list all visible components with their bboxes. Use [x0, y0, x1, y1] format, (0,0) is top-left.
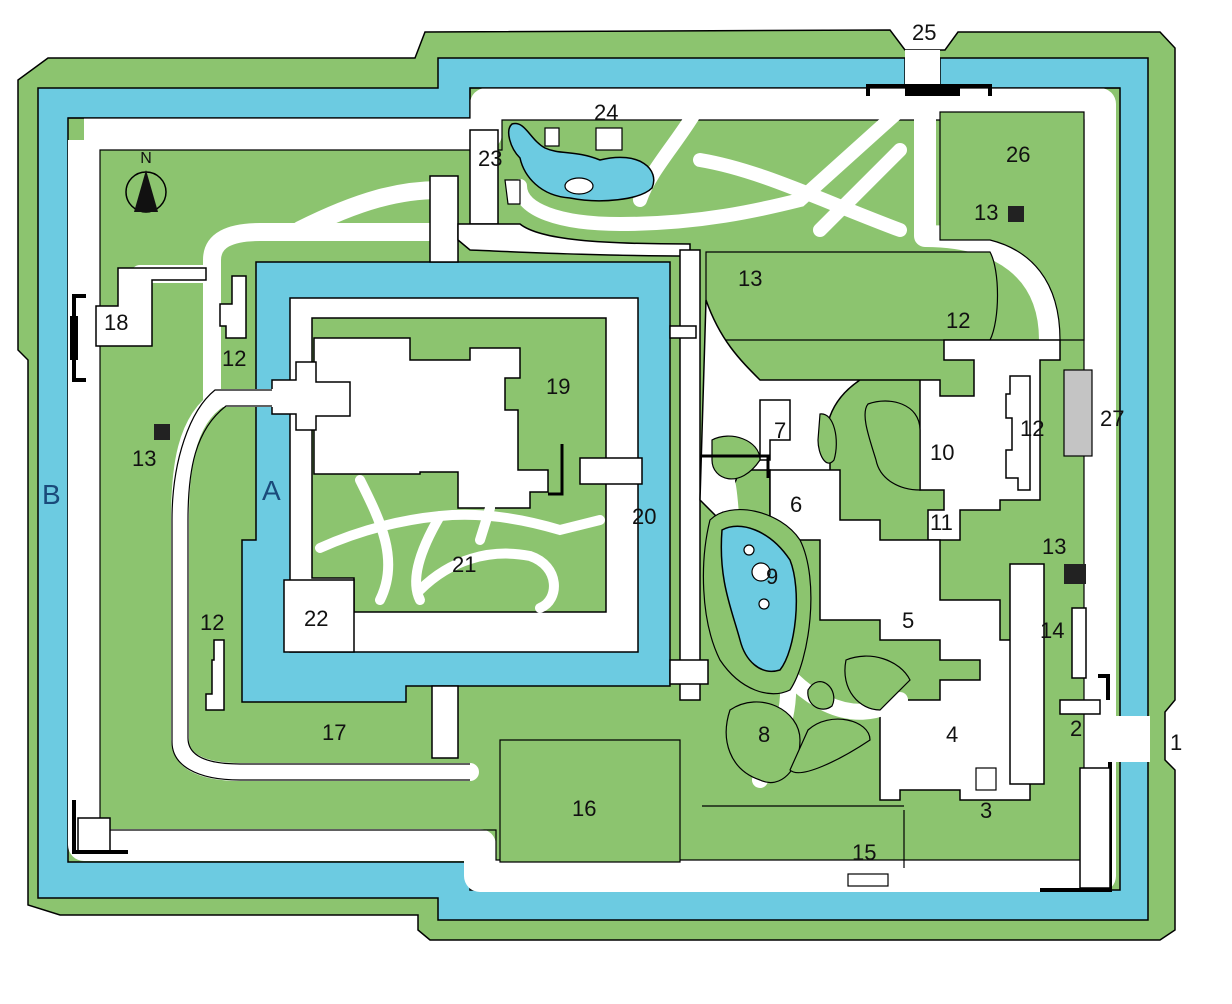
label-22: 22: [304, 606, 328, 631]
label-13-w: 13: [132, 446, 156, 471]
pond-24: [508, 122, 655, 202]
pond-9-island-b: [751, 562, 771, 582]
label-12-n: 12: [946, 308, 970, 333]
label-4: 4: [946, 722, 958, 747]
label-13-center: 13: [738, 266, 762, 291]
label-16: 16: [572, 796, 596, 821]
label-26: 26: [1006, 142, 1030, 167]
building-2: [1059, 699, 1101, 715]
label-2: 2: [1070, 716, 1082, 741]
label-3: 3: [980, 798, 992, 823]
marker-13-e: [1064, 564, 1086, 584]
label-15: 15: [852, 840, 876, 865]
area-16: [499, 739, 681, 863]
wall-19: [548, 444, 564, 496]
building-12-nw: [219, 275, 247, 339]
garden-21-paths: [315, 475, 605, 613]
gate-18-block: [70, 316, 78, 360]
label-12-e: 12: [1020, 416, 1044, 441]
west-gate-bridge: [271, 361, 351, 431]
sw-wall: [72, 800, 128, 854]
building-3: [975, 767, 997, 791]
se-bastion: [1079, 767, 1111, 889]
label-moat-b: B: [42, 479, 61, 510]
map-labels: 1 2 3 4 5 6 7 8 9 10 11 12 12 12 12 13 1…: [42, 20, 1182, 865]
label-11: 11: [930, 510, 953, 535]
south-inner-wall: [702, 805, 905, 868]
tea-houses-24: [504, 127, 623, 205]
pond-24-island: [564, 177, 594, 195]
label-12-sw: 12: [200, 610, 224, 635]
label-13-e: 13: [1042, 534, 1066, 559]
label-27: 27: [1100, 406, 1124, 431]
label-25: 25: [912, 20, 936, 45]
building-22: [283, 579, 355, 653]
central-corridor: [669, 249, 709, 701]
label-1: 1: [1170, 730, 1182, 755]
north-bridge-a: [429, 175, 459, 759]
north-gate-25: [905, 50, 940, 90]
compass-rose: N: [125, 150, 167, 213]
label-20: 20: [632, 504, 656, 529]
north-gate-block: [905, 88, 960, 96]
gate-15: [847, 873, 889, 887]
citadel-building-19: [313, 337, 643, 509]
label-23: 23: [478, 146, 502, 171]
marker-13-w: [154, 424, 170, 440]
area-27: [1063, 369, 1093, 457]
sw-bastion: [77, 817, 111, 853]
label-8: 8: [758, 722, 770, 747]
east-building-12: [1005, 375, 1031, 491]
east-gate-1: [1100, 716, 1150, 762]
pond-9-island-c: [758, 598, 770, 610]
label-14: 14: [1040, 618, 1064, 643]
label-7: 7: [774, 418, 786, 443]
label-13-ne: 13: [974, 200, 998, 225]
label-19: 19: [546, 374, 570, 399]
marker-13-ne: [1008, 206, 1024, 222]
label-5: 5: [902, 608, 914, 633]
north-gate-wall: [866, 84, 992, 96]
pond-9-island-a: [743, 544, 755, 556]
label-9: 9: [766, 564, 778, 589]
east-compound-white: [699, 299, 1061, 801]
building-18: [95, 267, 207, 347]
east-compound-islands: [711, 400, 921, 784]
west-loop-road-edges: [171, 389, 470, 781]
label-moat-a: A: [262, 475, 281, 506]
label-18: 18: [104, 310, 128, 335]
label-10: 10: [930, 440, 954, 465]
building-12-sw: [205, 639, 225, 711]
label-12-nw: 12: [222, 346, 246, 371]
label-21: 21: [452, 552, 476, 577]
wall-7: [700, 454, 770, 478]
label-6: 6: [790, 492, 802, 517]
compass-n-label: N: [140, 150, 152, 167]
north-garden-path: [457, 129, 691, 257]
label-24: 24: [594, 100, 618, 125]
label-17: 17: [322, 720, 346, 745]
pond-9: [720, 525, 798, 673]
east-strip-14: [1009, 563, 1087, 785]
